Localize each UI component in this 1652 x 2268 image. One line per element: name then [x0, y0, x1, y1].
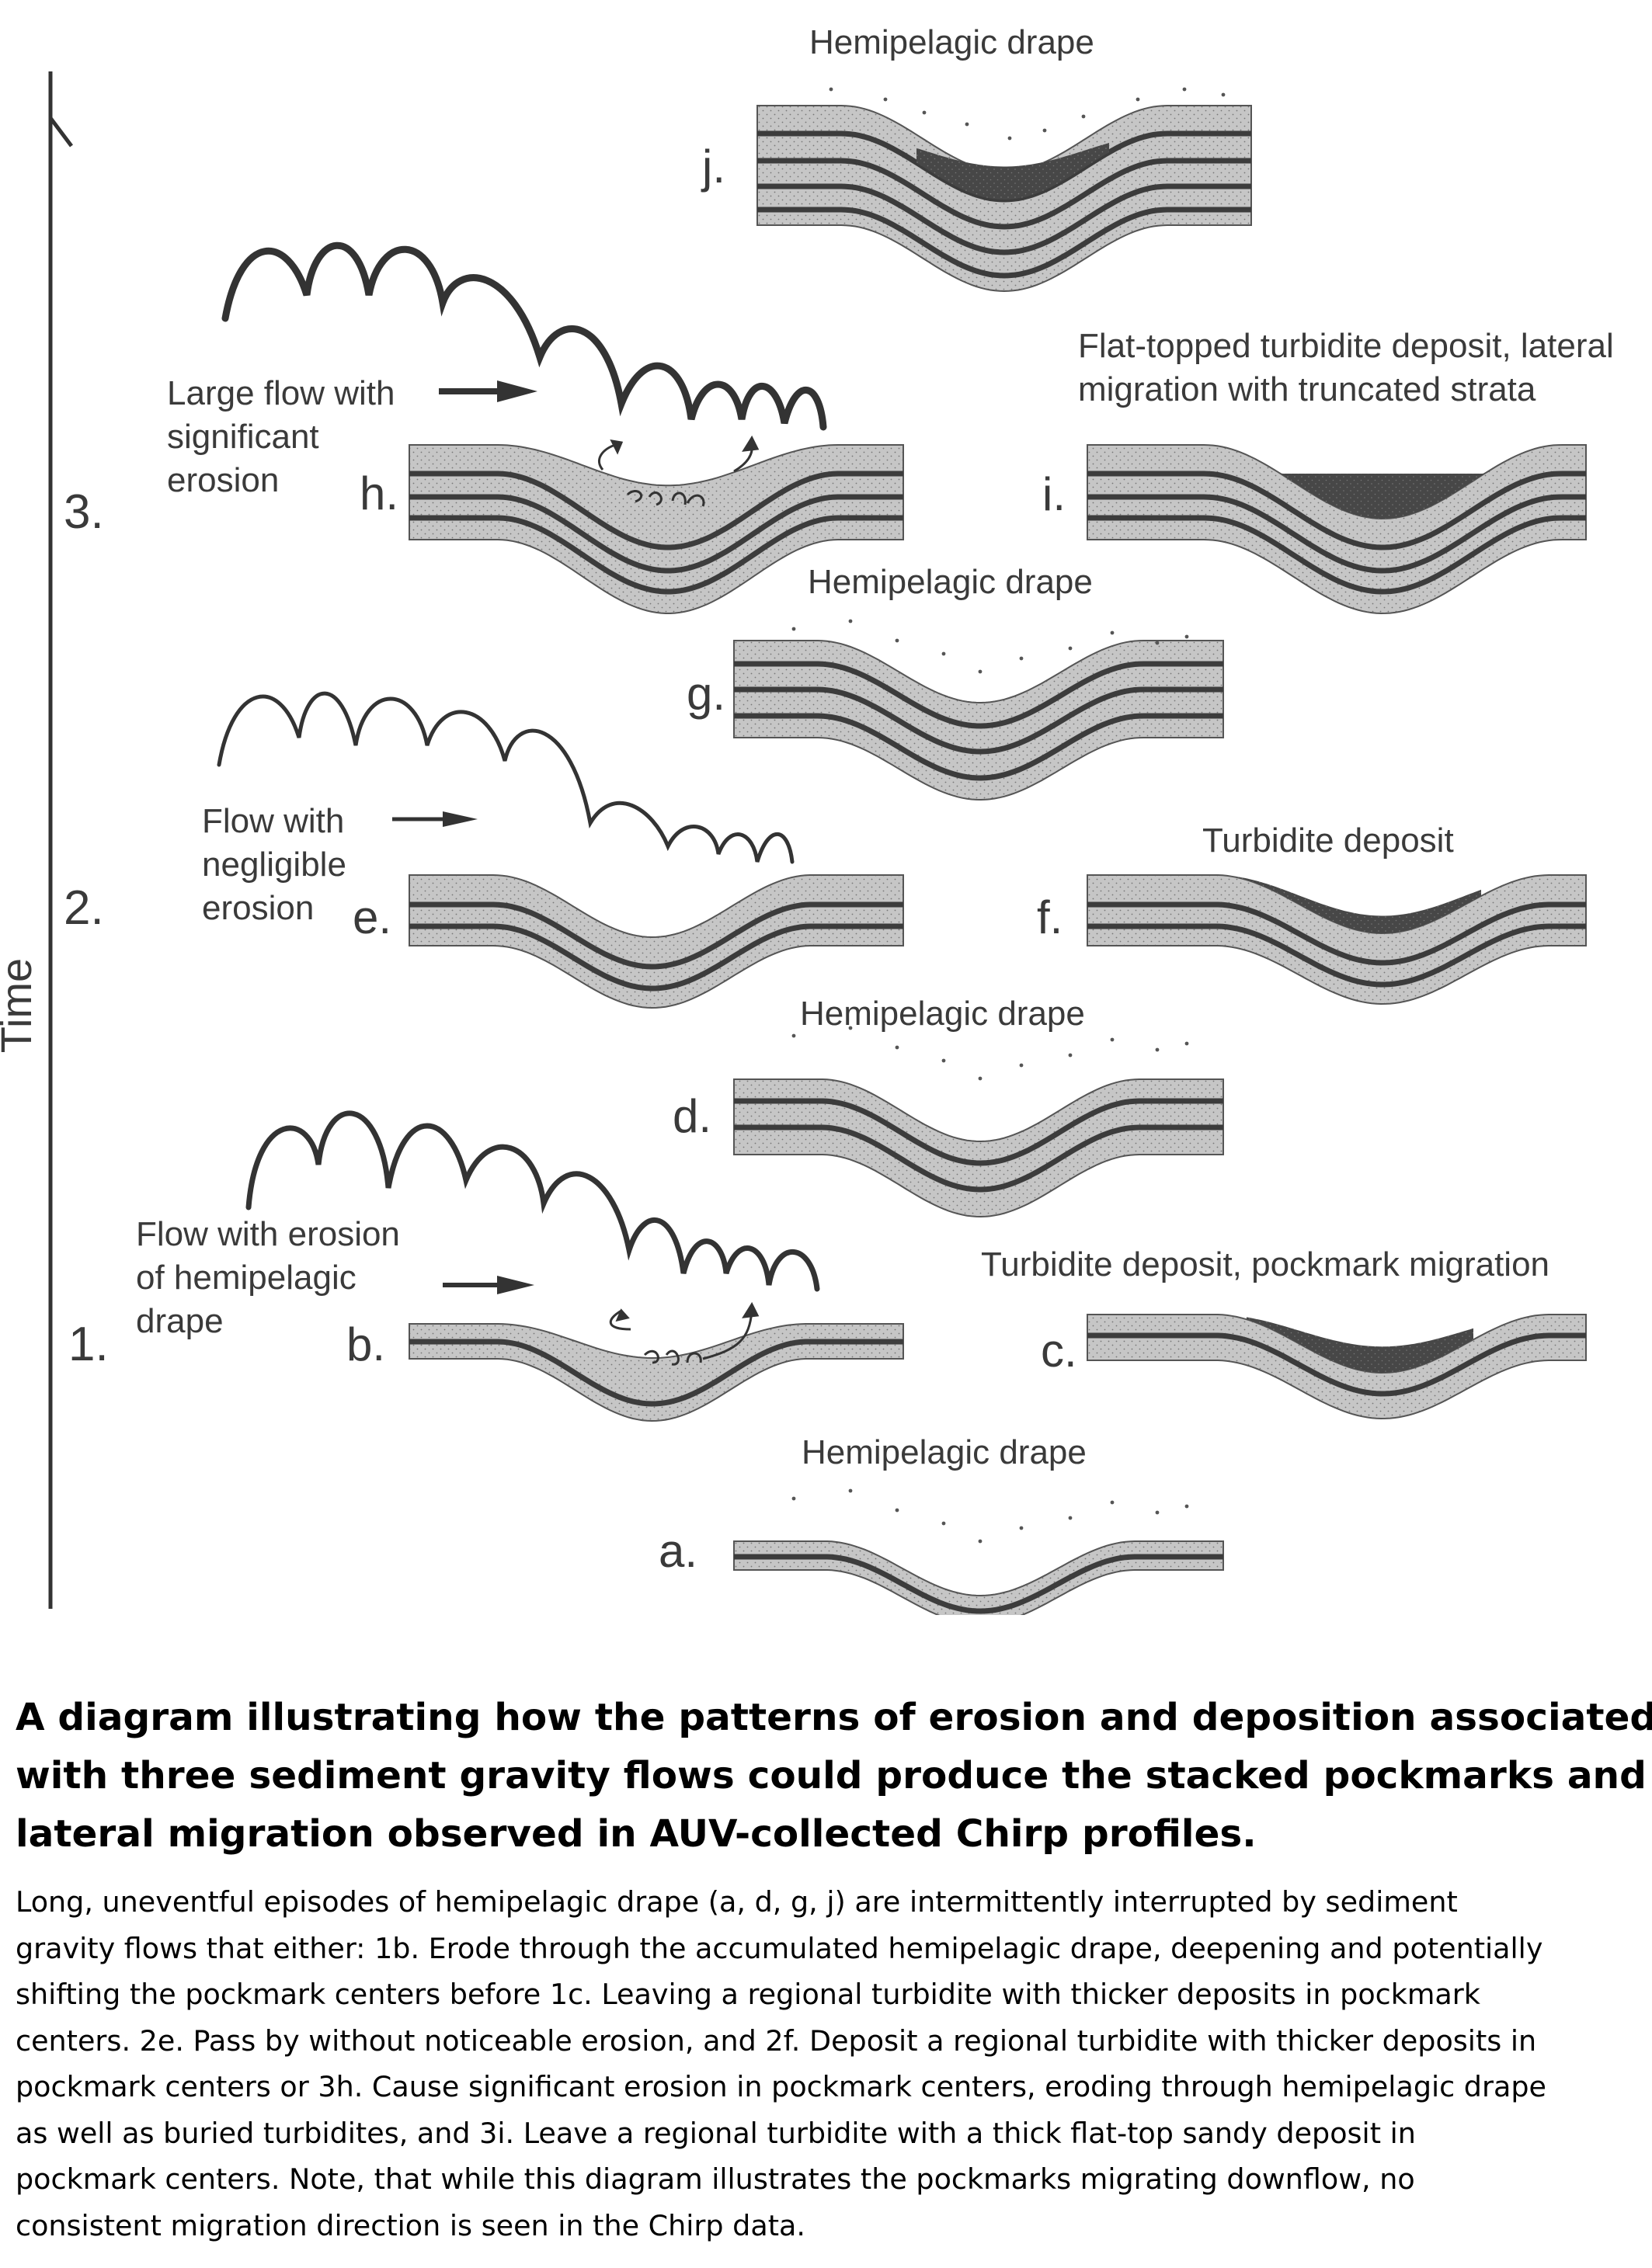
flow-arrow-e — [392, 811, 478, 827]
caption-j: Hemipelagic drape — [809, 23, 1094, 61]
drape-particle — [1156, 641, 1160, 645]
caption-f: Turbidite deposit — [1202, 821, 1454, 860]
sediment-body — [1087, 875, 1586, 1004]
cross-section-c — [1087, 1315, 1586, 1419]
drape-particle — [1111, 631, 1115, 635]
caption-body: Long, uneventful episodes of hemipelagic… — [16, 1879, 1639, 2249]
drape-particle — [979, 1540, 983, 1544]
drape-particle — [979, 1077, 983, 1081]
drape-particle — [1043, 129, 1047, 133]
panel-label-h: h. — [360, 467, 398, 519]
caption-body-line: gravity flows that either: 1b. Erode thr… — [16, 1926, 1639, 1972]
caption-g: Hemipelagic drape — [808, 563, 1093, 601]
cross-section-f — [1087, 875, 1586, 1004]
drape-particle — [849, 620, 853, 623]
time-axis-label: Time — [0, 958, 40, 1053]
drape-particle — [1069, 1516, 1073, 1520]
drape-particle — [792, 627, 796, 631]
caption-c: Turbidite deposit, pockmark migration — [981, 1245, 1549, 1283]
drape-particle — [849, 1489, 853, 1493]
drape-particle — [923, 111, 927, 115]
drape-particle — [1020, 1064, 1024, 1068]
drape-particle — [1020, 657, 1024, 661]
cross-section-d — [734, 1026, 1223, 1217]
caption-d: Hemipelagic drape — [800, 995, 1085, 1033]
drape-particle — [1185, 1042, 1189, 1046]
drape-particle — [896, 1509, 899, 1513]
drape-particle — [829, 88, 833, 92]
drape-particle — [1069, 647, 1073, 651]
pockmark-diagram: Time 1. 2. 3. a. b. c. d. e. f. g. h. i.… — [0, 0, 1652, 1615]
panel-label-c: c. — [1041, 1325, 1077, 1377]
caption-body-line: pockmark centers or 3h. Cause significan… — [16, 2064, 1639, 2110]
drape-particle — [884, 98, 888, 102]
caption-body-line: pockmark centers. Note, that while this … — [16, 2156, 1639, 2203]
caption-title-line: with three sediment gravity flows could … — [16, 1747, 1639, 1805]
panel-label-e: e. — [353, 891, 391, 943]
drape-particle — [1020, 1526, 1024, 1530]
time-axis: Time — [0, 71, 71, 1609]
panel-label-a: a. — [659, 1525, 697, 1577]
drape-particle — [1156, 1048, 1160, 1052]
sediment-body — [1087, 1315, 1586, 1419]
drape-particle — [1111, 1038, 1115, 1042]
flow-arrow-b — [443, 1276, 534, 1294]
drape-particle — [792, 1497, 796, 1501]
caption-title-line: lateral migration observed in AUV-collec… — [16, 1805, 1639, 1863]
drape-particle — [1183, 88, 1187, 92]
drape-particle — [942, 652, 946, 656]
panel-label-g: g. — [687, 668, 725, 720]
drape-particle — [1156, 1511, 1160, 1515]
step-label-2: 2. — [64, 881, 104, 935]
drape-particle — [1069, 1054, 1073, 1058]
flow-arrow-h — [439, 380, 537, 402]
caption-body-line: consistent migration direction is seen i… — [16, 2203, 1639, 2249]
drape-particle — [1111, 1501, 1115, 1505]
drape-particle — [1082, 115, 1086, 119]
panel-label-i: i. — [1042, 468, 1066, 520]
drape-particle — [1185, 1505, 1189, 1509]
cross-section-g — [734, 620, 1223, 800]
caption-body-line: shifting the pockmark centers before 1c.… — [16, 1971, 1639, 2018]
drape-particle — [942, 1522, 946, 1526]
drape-particle — [1222, 93, 1226, 97]
cross-section-b — [409, 1324, 903, 1421]
cross-section-a — [734, 1489, 1223, 1615]
caption-title: A diagram illustrating how the patterns … — [16, 1689, 1639, 1863]
cross-section-e — [409, 875, 903, 1008]
panel-label-f: f. — [1037, 891, 1062, 943]
drape-particle — [1136, 98, 1140, 102]
panel-label-b: b. — [346, 1318, 385, 1370]
caption-body-line: as well as buried turbidites, and 3i. Le… — [16, 2110, 1639, 2157]
cross-section-i — [1087, 445, 1586, 613]
panel-label-d: d. — [673, 1090, 711, 1142]
drape-particle — [979, 670, 983, 674]
drape-particle — [896, 1046, 899, 1050]
drape-particle — [965, 123, 969, 127]
caption-body-line: Long, uneventful episodes of hemipelagic… — [16, 1879, 1639, 1926]
sediment-body — [734, 1541, 1223, 1615]
step-label-3: 3. — [64, 485, 104, 539]
panel-label-j: j. — [701, 141, 725, 193]
step-label-1: 1. — [68, 1318, 109, 1371]
drape-particle — [942, 1059, 946, 1063]
drape-particle — [1185, 635, 1189, 639]
drape-particle — [896, 639, 899, 643]
drape-particle — [1008, 137, 1012, 141]
caption-e: Flow withnegligibleerosion — [202, 802, 346, 927]
caption-title-line: A diagram illustrating how the patterns … — [16, 1689, 1639, 1747]
drape-particle — [792, 1034, 796, 1038]
caption-a: Hemipelagic drape — [802, 1433, 1087, 1471]
caption-body-line: centers. 2e. Pass by without noticeable … — [16, 2018, 1639, 2065]
cross-section-j — [757, 88, 1251, 291]
